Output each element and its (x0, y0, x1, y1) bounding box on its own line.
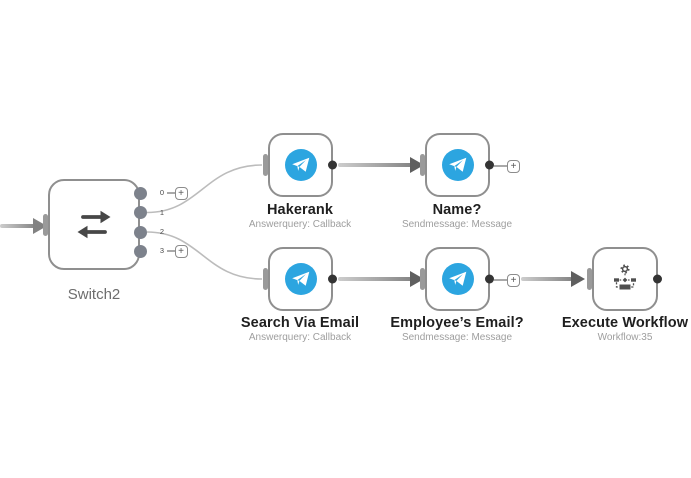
telegram-node-search-via-email[interactable] (263, 247, 337, 311)
connection-line (521, 277, 572, 281)
stub-connector (166, 192, 175, 194)
node-subtitle: Answerquery: Callback (248, 332, 352, 343)
node-label: Employee’s Email? (390, 315, 524, 331)
switch2-input-port[interactable] (43, 213, 48, 236)
node-input-port[interactable] (263, 268, 268, 290)
execute-workflow-icon (614, 264, 636, 290)
connection-line (338, 163, 412, 167)
node-label: Name? (432, 202, 482, 218)
telegram-icon (284, 149, 317, 181)
swap-arrows-icon (77, 210, 111, 238)
switch2-node[interactable] (43, 179, 140, 270)
telegram-node-hakerank[interactable] (263, 133, 337, 197)
plus-icon: + (178, 245, 184, 257)
node-subtitle: Sendmessage: Message (401, 332, 513, 343)
stub-connector (166, 250, 175, 252)
node-subtitle: Workflow:35 (597, 332, 653, 343)
switch2-output-port-1[interactable] (133, 206, 147, 219)
output-port-label: 1 (159, 207, 165, 217)
node-input-port[interactable] (420, 268, 425, 290)
telegram-icon (284, 263, 317, 295)
node-label: Search Via Email (240, 315, 360, 331)
output-port-label: 3 (159, 246, 165, 255)
plus-icon: + (510, 274, 517, 286)
node-subtitle: Answerquery: Callback (248, 219, 352, 230)
node-label: Execute Workflow (561, 315, 689, 331)
node-input-port[interactable] (420, 154, 425, 176)
telegram-node-employees-email[interactable] (420, 247, 494, 311)
add-connection-button[interactable]: + (507, 159, 520, 173)
telegram-node-name[interactable] (420, 133, 494, 197)
switch2-output-port-2[interactable] (133, 225, 147, 239)
node-input-port[interactable] (263, 154, 268, 176)
telegram-icon (441, 149, 474, 181)
node-input-port[interactable] (587, 268, 592, 290)
connection-line (338, 277, 412, 281)
node-label: Hakerank (266, 202, 334, 218)
output-port-label: 2 (159, 227, 165, 236)
node-output-port[interactable] (484, 160, 494, 170)
add-connection-button[interactable]: + (174, 244, 188, 258)
output-port-label: 0 (159, 188, 165, 197)
telegram-icon (441, 263, 474, 295)
stub-connector (494, 279, 507, 281)
switch2-output-port-3[interactable] (133, 244, 147, 258)
add-connection-button[interactable]: + (174, 186, 188, 200)
plus-icon: + (178, 187, 184, 199)
plus-icon: + (510, 160, 517, 172)
node-subtitle: Sendmessage: Message (401, 219, 513, 230)
stub-connector (494, 165, 507, 167)
add-connection-button[interactable]: + (507, 273, 520, 287)
switch2-output-port-0[interactable] (133, 186, 147, 200)
execute-workflow-node[interactable] (587, 247, 662, 311)
node-output-port[interactable] (327, 274, 337, 284)
connection-arrowhead-icon (571, 270, 585, 287)
node-output-port[interactable] (484, 274, 494, 284)
node-output-port[interactable] (652, 274, 662, 284)
node-label: Switch2 (67, 286, 121, 303)
node-output-port[interactable] (327, 160, 337, 170)
incoming-connection-line (0, 224, 36, 228)
